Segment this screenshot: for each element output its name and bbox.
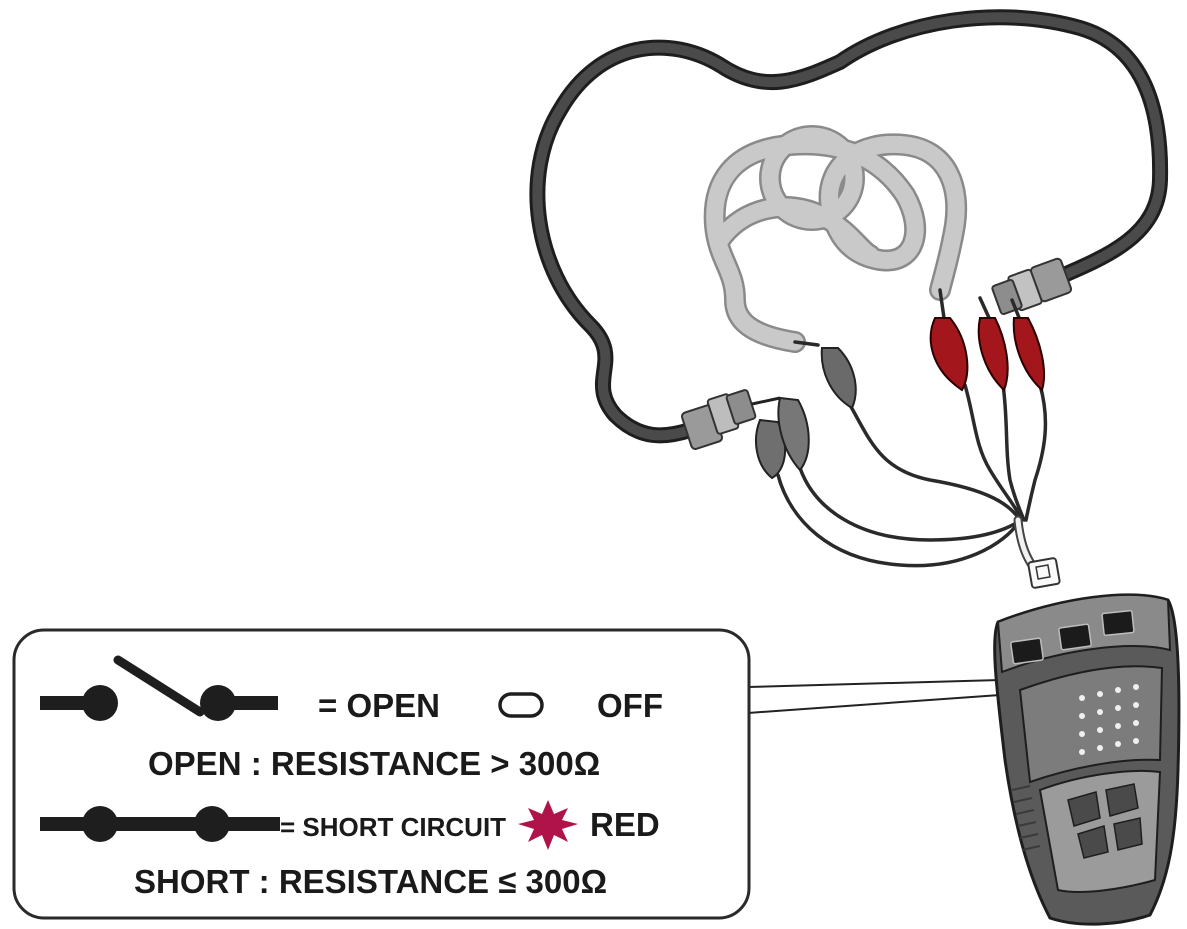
- gray-clip-2: [777, 396, 810, 472]
- open-switch-symbol: [40, 655, 278, 721]
- led-off-icon: [498, 692, 544, 718]
- open-indicator-label: OFF: [597, 687, 663, 724]
- rj-plug: [1013, 515, 1061, 589]
- red-clip-2: [977, 317, 1009, 392]
- gray-coiled-cable: [703, 125, 968, 353]
- short-rule-label: SHORT : RESISTANCE ≤ 300Ω: [134, 863, 607, 900]
- legend-box: = OPEN OFF OPEN : RESISTANCE > 300Ω = SH…: [12, 628, 751, 920]
- dark-cable: [529, 9, 1169, 444]
- callout-lines: [747, 679, 1001, 714]
- cable-tester-device: [993, 593, 1181, 926]
- device-grip: [1011, 785, 1041, 851]
- short-indicator-label: RED: [590, 806, 660, 843]
- device-buttons: [1067, 783, 1143, 859]
- open-rule-label: OPEN : RESISTANCE > 300Ω: [148, 745, 600, 782]
- bnc-connector-right: [991, 257, 1073, 316]
- led-grid: [1079, 684, 1139, 755]
- short-circuit-symbol: [40, 806, 280, 842]
- clip-leads: [776, 288, 1048, 568]
- bnc-connector-left: [680, 389, 781, 450]
- red-clip-1: [929, 317, 969, 392]
- short-symbol-label: = SHORT CIRCUIT: [280, 812, 506, 842]
- open-symbol-label: = OPEN: [318, 687, 440, 724]
- red-clip-3: [1012, 317, 1046, 392]
- rj-ports: [1010, 609, 1135, 665]
- gray-clip-3: [820, 347, 857, 410]
- led-red-burst-icon: [518, 800, 578, 850]
